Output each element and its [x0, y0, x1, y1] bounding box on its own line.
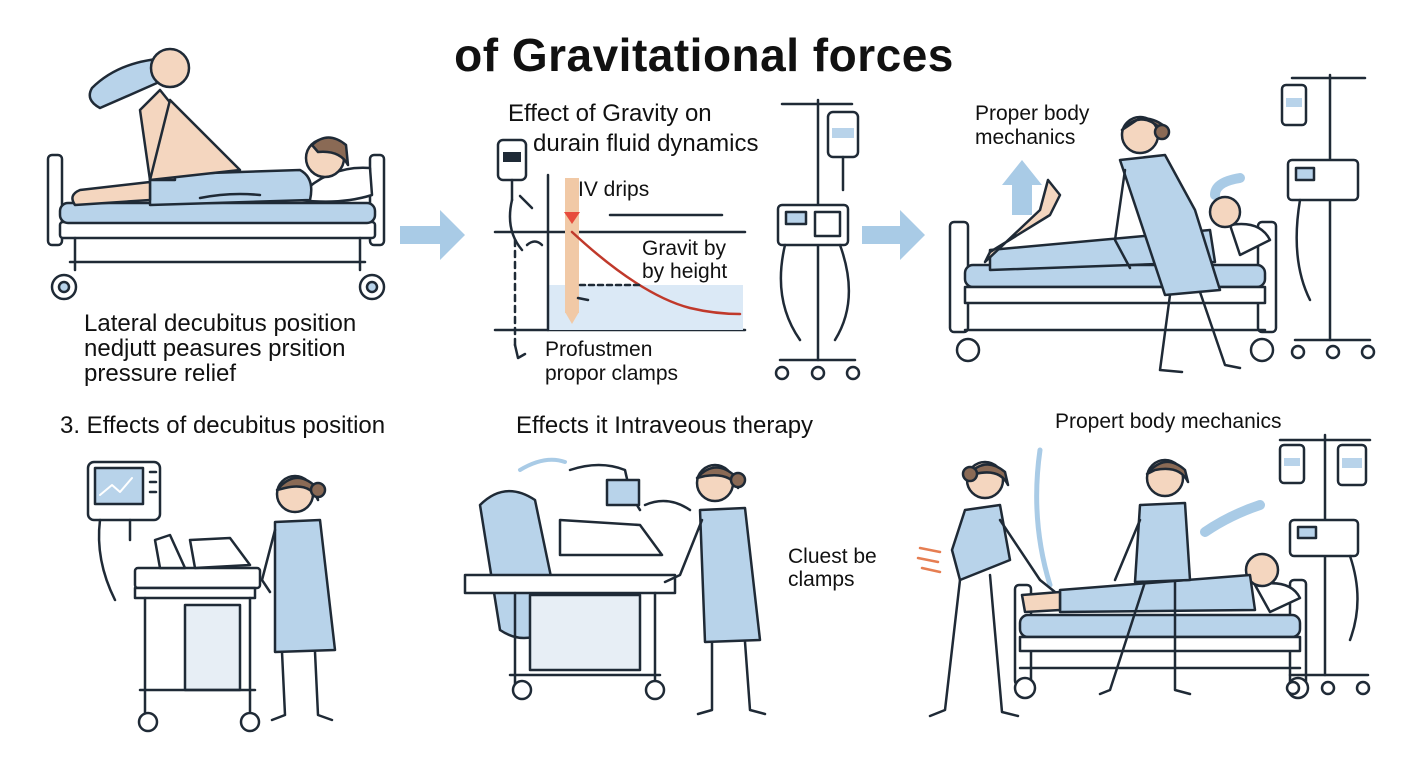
panel3-heading-line1: Proper body [975, 102, 1090, 125]
panel3-body-mechanics [948, 115, 1278, 374]
panel5-heading: Effects it Intraveous therapy [516, 412, 814, 439]
gravity-label-line2: by height [642, 260, 728, 283]
panel1-caption-line2: nedjutt peasures prsition [84, 335, 346, 362]
panel2-bottom-line2: propor clamps [545, 362, 679, 385]
flow-arrow-2 [862, 210, 925, 260]
page-title: of Gravitational forces [454, 29, 954, 81]
panel5-side-line2: clamps [788, 568, 855, 591]
panel1-bed-illustration [46, 47, 386, 301]
panel2-iv-diagram [493, 138, 747, 360]
panel1-caption-line3: pressure relief [84, 360, 237, 387]
panel2-iv-stand [774, 98, 861, 381]
panel6-body-mechanics [916, 447, 1310, 718]
panel5-iv-therapy [463, 457, 767, 716]
panel1-caption-line1: Lateral decubitus position [84, 310, 357, 337]
panel2-bottom-line1: Profustmen [545, 338, 653, 361]
gravity-label-line1: Gravit by [642, 237, 727, 260]
panel3-heading-line2: mechanics [975, 126, 1076, 149]
panel3-iv-stand [1280, 73, 1376, 360]
iv-drips-label: IV drips [578, 178, 650, 201]
panel2-heading-line1: Effect of Gravity on [508, 100, 712, 127]
panel4-monitor-cart [86, 460, 337, 733]
panel6-iv-stand [1278, 433, 1372, 696]
panel5-side-line1: Cluest be [788, 545, 877, 568]
panel4-heading: 3. Effects of decubitus position [60, 412, 386, 439]
panel6-heading: Propert body mechanics [1055, 410, 1282, 433]
flow-arrow-1 [400, 210, 465, 260]
panel2-heading-line2: durain fluid dynamics [533, 130, 759, 157]
